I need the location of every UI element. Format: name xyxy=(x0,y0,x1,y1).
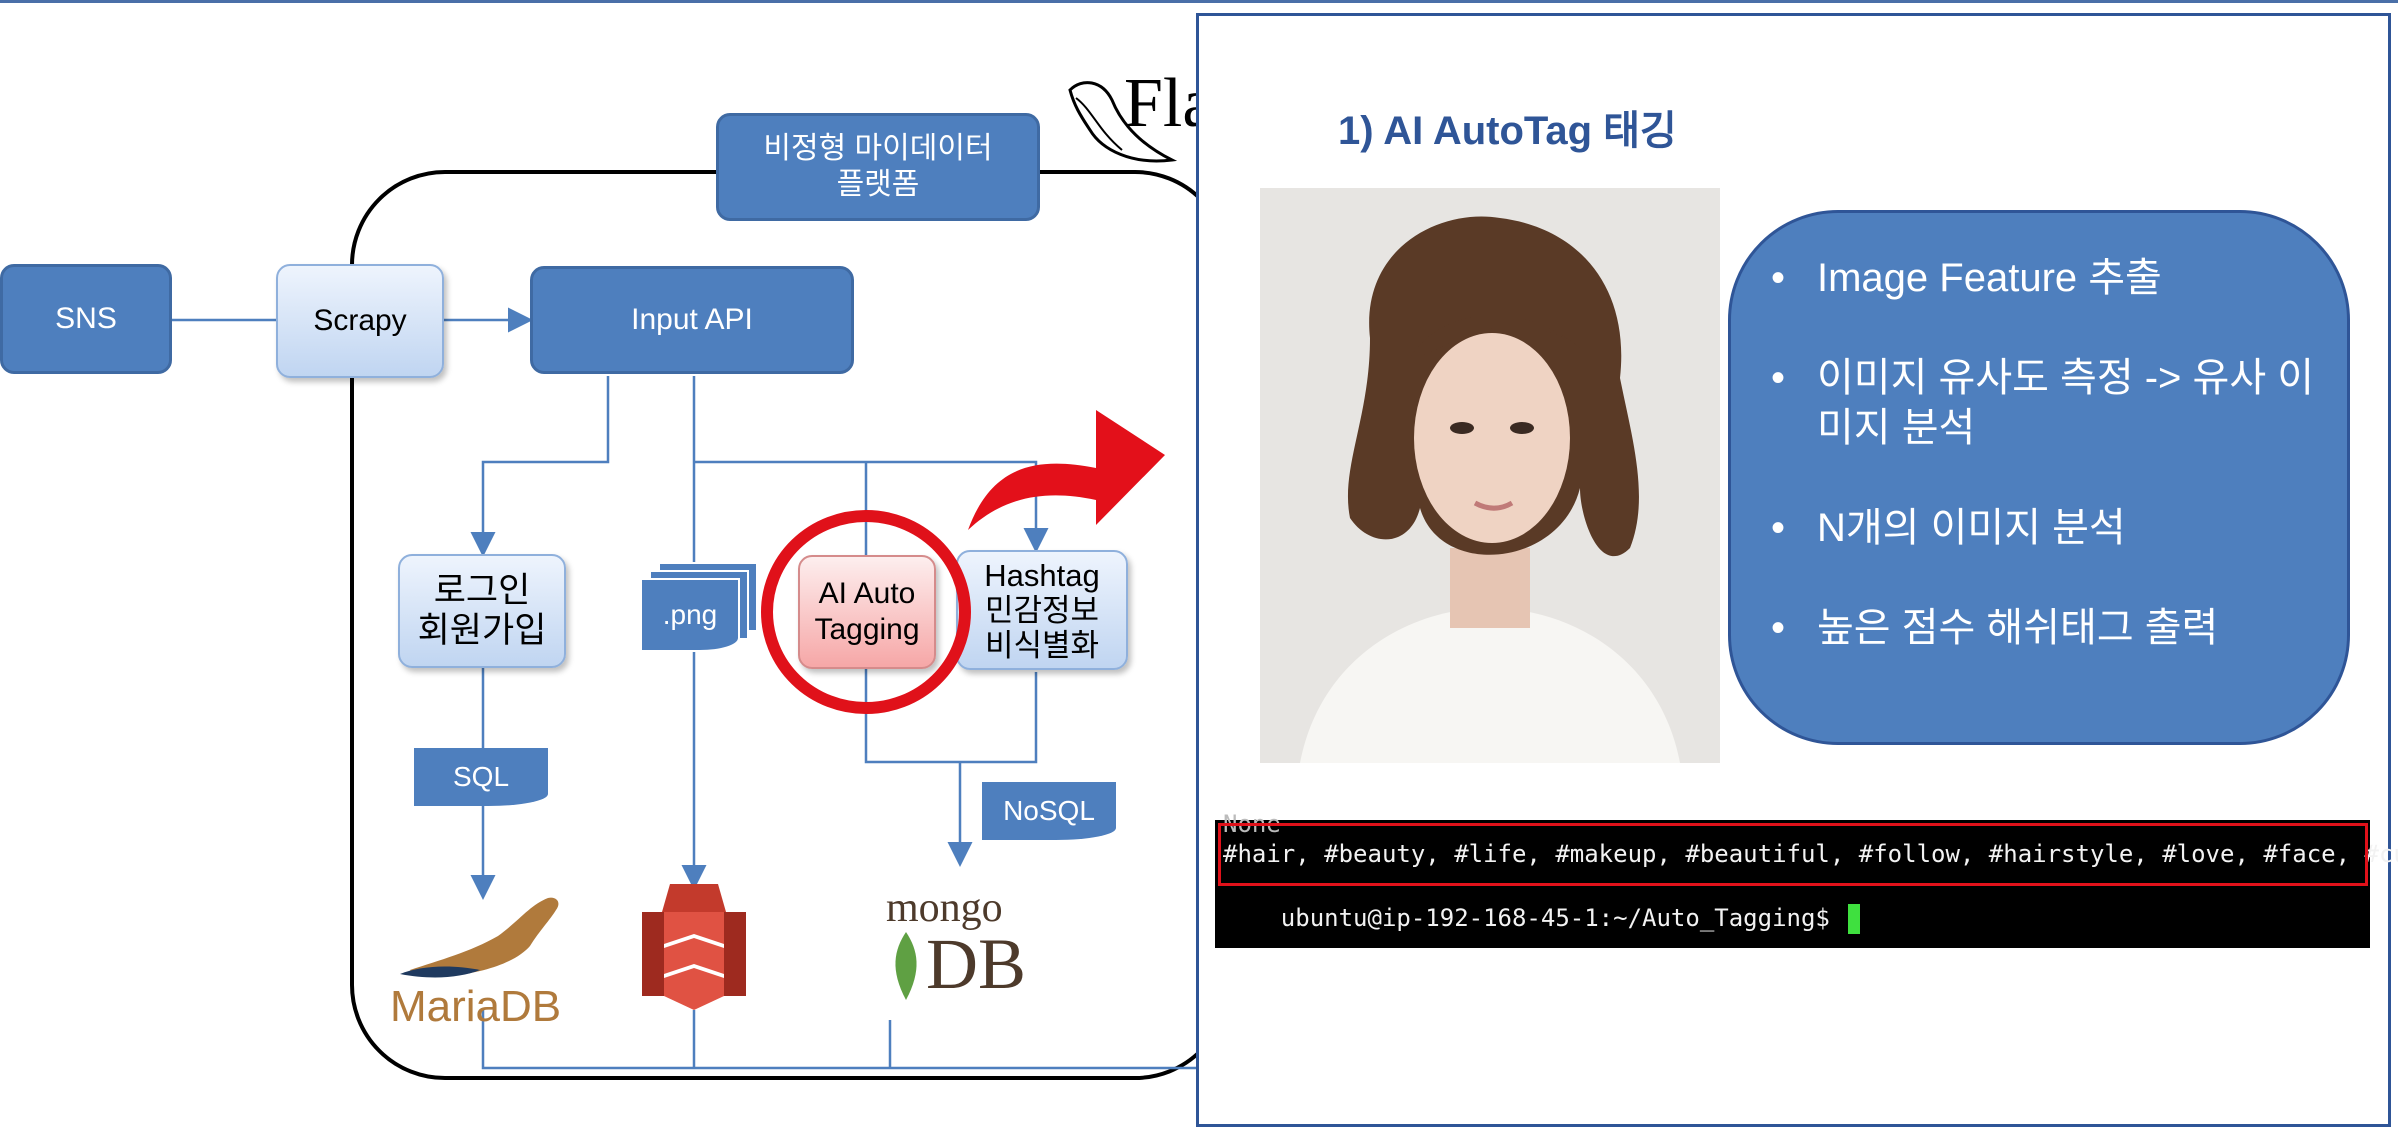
seal-icon xyxy=(400,897,559,978)
node-scrapy: Scrapy xyxy=(276,264,444,378)
node-hashtag: Hashtag 민감정보 비식별화 xyxy=(956,550,1128,670)
input-to-login-line xyxy=(470,376,610,557)
top-rule xyxy=(0,0,2398,3)
flask-logo-text: Fla xyxy=(1124,70,1196,142)
node-sns: SNS xyxy=(0,264,172,374)
face-shape xyxy=(1414,333,1570,543)
curved-arrow-icon xyxy=(968,410,1165,530)
node-ai-tagging: AI Auto Tagging xyxy=(798,555,936,669)
platform-label-box: 비정형 마이데이터 플랫폼 xyxy=(716,113,1040,221)
amazon-s3-icon xyxy=(642,884,746,1010)
node-sql: SQL xyxy=(414,748,548,806)
white-blouse xyxy=(1300,608,1680,763)
feature-item: N개의 이미지 분석 xyxy=(1771,503,2317,553)
mongodb-bottom-text: DB xyxy=(926,924,1027,1004)
feature-list: Image Feature 추출 이미지 유사도 측정 -> 유사 이미지 분석… xyxy=(1731,213,2347,653)
input-to-hashtag-line xyxy=(694,460,1049,553)
terminal-prompt: ubuntu@ip-192-168-45-1:~/Auto_Tagging$ xyxy=(1280,904,1845,932)
feature-bubble: Image Feature 추출 이미지 유사도 측정 -> 유사 이미지 분석… xyxy=(1728,210,2350,745)
node-png: .png xyxy=(640,578,740,652)
terminal-cursor xyxy=(1848,904,1861,934)
hashtag-highlight-box xyxy=(1218,823,2368,886)
feature-item: Image Feature 추출 xyxy=(1771,253,2317,303)
mongodb-leaf-icon xyxy=(895,932,917,1000)
portrait-illustration xyxy=(1260,188,1720,763)
node-input-api: Input API xyxy=(530,266,854,374)
mongodb-logo: mongo DB xyxy=(884,884,1044,1004)
highlight-circle xyxy=(761,510,971,714)
mongodb-top-text: mongo xyxy=(886,885,1003,931)
png-doc-stack: .png xyxy=(640,562,760,662)
panel-title: 1) AI AutoTag 태깅 xyxy=(1338,109,1677,153)
portrait-photo xyxy=(1260,188,1720,763)
bottom-bus-line xyxy=(481,1010,1196,1070)
node-login: 로그인 회원가입 xyxy=(398,554,566,668)
feature-item: 높은 점수 해쉬태그 출력 xyxy=(1771,603,2317,653)
flask-logo: Fla xyxy=(1062,70,1196,170)
feature-item: 이미지 유사도 측정 -> 유사 이미지 분석 xyxy=(1771,353,2317,453)
ai-hashtag-join-line xyxy=(864,668,1038,764)
flask-horn-icon xyxy=(1068,81,1178,163)
terminal-prompt-line: ubuntu@ip-192-168-45-1:~/Auto_Tagging$ xyxy=(1223,876,1861,962)
mariadb-logo: MariaDB xyxy=(380,890,600,1040)
mariadb-text: MariaDB xyxy=(390,982,562,1031)
terminal-hashtag-line: #hair, #beauty, #life, #makeup, #beautif… xyxy=(1223,840,2398,868)
node-nosql: NoSQL xyxy=(982,782,1116,840)
